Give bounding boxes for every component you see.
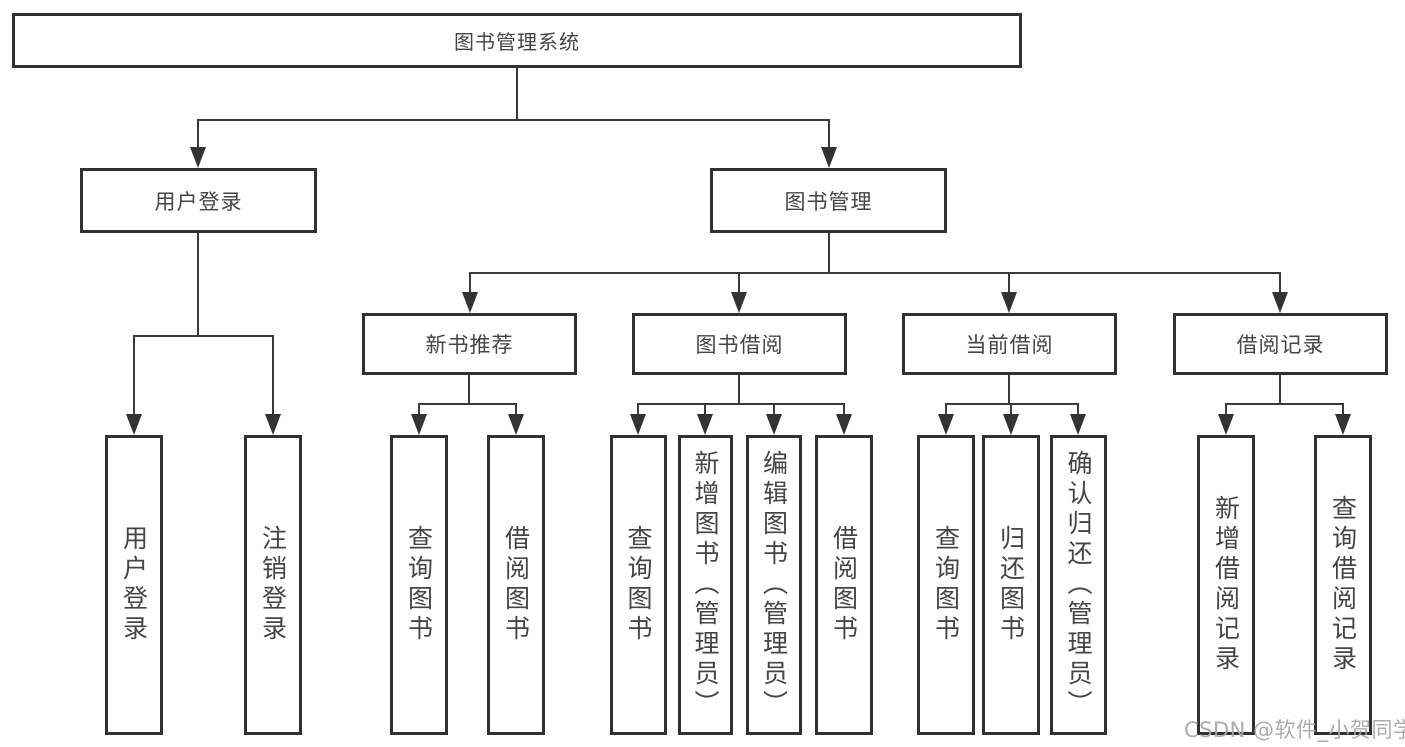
connector-book-borrow-stem bbox=[738, 375, 740, 403]
arrowhead-icon bbox=[1335, 414, 1351, 435]
node-label: 用户登录 bbox=[154, 189, 243, 214]
connector-drop bbox=[1342, 403, 1344, 415]
node-book-management-branch: 图书管理 bbox=[710, 168, 947, 233]
connector-new-book-rail bbox=[418, 403, 517, 405]
connector-book-borrow-rail bbox=[637, 403, 844, 405]
arrowhead-icon bbox=[126, 414, 142, 435]
arrowhead-icon bbox=[938, 414, 954, 435]
leaf-nb-borrow-books: 借阅图书 bbox=[487, 435, 545, 735]
node-label: 图书管理系统 bbox=[454, 30, 580, 54]
arrowhead-icon bbox=[1218, 414, 1234, 435]
connector-new-book-stem bbox=[468, 375, 470, 403]
connector-drop bbox=[515, 403, 517, 415]
connector-drop-user-login bbox=[197, 119, 199, 150]
connector-drop bbox=[1010, 403, 1012, 415]
node-label: 当前借阅 bbox=[965, 333, 1054, 357]
node-label: 确认归还（管理员） bbox=[1064, 450, 1093, 720]
connector-drop bbox=[1225, 403, 1227, 415]
leaf-bb-edit-books-admin: 编辑图书（管理员） bbox=[746, 435, 802, 735]
node-label: 借阅图书 bbox=[501, 525, 531, 645]
leaf-cb-query-books: 查询图书 bbox=[917, 435, 975, 735]
leaf-cb-confirm-return-admin: 确认归还（管理员） bbox=[1050, 435, 1107, 735]
node-label: 图书借阅 bbox=[695, 333, 784, 357]
node-label: 借阅记录 bbox=[1236, 333, 1325, 357]
leaf-br-add-record: 新增借阅记录 bbox=[1197, 435, 1255, 735]
leaf-bb-add-books-admin: 新增图书（管理员） bbox=[678, 435, 733, 735]
connector-drop-leaf-logout bbox=[272, 335, 274, 415]
arrowhead-icon bbox=[630, 414, 646, 435]
arrowhead-icon bbox=[766, 414, 782, 435]
node-label: 新书推荐 bbox=[425, 333, 514, 357]
connector-drop-current-borrow bbox=[1008, 272, 1010, 293]
arrowhead-icon bbox=[265, 414, 281, 435]
arrowhead-icon bbox=[1003, 414, 1019, 435]
connector-drop bbox=[704, 403, 706, 415]
node-book-borrowing: 图书借阅 bbox=[632, 313, 847, 375]
connector-drop bbox=[637, 403, 639, 415]
leaf-user-login: 用户登录 bbox=[105, 435, 163, 735]
node-label: 归还图书 bbox=[996, 525, 1026, 645]
node-label: 新增图书（管理员） bbox=[691, 450, 720, 720]
connector-drop bbox=[1077, 403, 1079, 415]
leaf-cb-return-books: 归还图书 bbox=[982, 435, 1040, 735]
connector-drop bbox=[945, 403, 947, 415]
connector-root-rail bbox=[197, 119, 829, 121]
connector-book-mgmt-rail bbox=[469, 272, 1281, 274]
node-user-login-branch: 用户登录 bbox=[80, 168, 317, 233]
arrowhead-icon bbox=[1001, 292, 1017, 313]
node-label: 查询图书 bbox=[404, 525, 434, 645]
connector-borrow-record-stem bbox=[1279, 375, 1281, 403]
node-label: 用户登录 bbox=[119, 525, 149, 645]
connector-borrow-record-rail bbox=[1225, 403, 1344, 405]
leaf-logout: 注销登录 bbox=[244, 435, 302, 735]
node-current-borrowing: 当前借阅 bbox=[902, 313, 1117, 375]
node-label: 查询图书 bbox=[931, 525, 961, 645]
arrowhead-icon bbox=[1272, 292, 1288, 313]
node-new-book-recommend: 新书推荐 bbox=[362, 313, 577, 375]
connector-drop-new-book bbox=[469, 272, 471, 293]
node-label: 图书管理 bbox=[784, 189, 873, 214]
node-borrowing-records: 借阅记录 bbox=[1173, 313, 1388, 375]
connector-drop bbox=[773, 403, 775, 415]
arrowhead-icon bbox=[462, 292, 478, 313]
arrowhead-icon bbox=[836, 414, 852, 435]
csdn-watermark: CSDN @软件_小贺同学 bbox=[1184, 718, 1405, 742]
arrowhead-icon bbox=[508, 414, 524, 435]
arrowhead-icon bbox=[190, 147, 206, 168]
node-label: 借阅图书 bbox=[829, 525, 859, 645]
node-label: 编辑图书（管理员） bbox=[759, 450, 789, 720]
leaf-bb-borrow-books: 借阅图书 bbox=[815, 435, 873, 735]
connector-drop bbox=[418, 403, 420, 415]
node-label: 查询图书 bbox=[624, 525, 653, 645]
connector-current-borrow-rail bbox=[945, 403, 1079, 405]
connector-user-login-stem bbox=[197, 233, 199, 335]
leaf-bb-query-books: 查询图书 bbox=[610, 435, 667, 735]
arrowhead-icon bbox=[411, 414, 427, 435]
connector-root-stem bbox=[516, 68, 518, 119]
arrowhead-icon bbox=[697, 414, 713, 435]
connector-user-login-rail bbox=[133, 335, 274, 337]
node-label: 查询借阅记录 bbox=[1328, 495, 1358, 675]
arrowhead-icon bbox=[731, 292, 747, 313]
node-system-root: 图书管理系统 bbox=[12, 13, 1022, 68]
leaf-br-query-record: 查询借阅记录 bbox=[1314, 435, 1372, 735]
node-label: 注销登录 bbox=[258, 525, 288, 645]
leaf-nb-query-books: 查询图书 bbox=[390, 435, 448, 735]
connector-book-mgmt-stem bbox=[828, 233, 830, 272]
arrowhead-icon bbox=[821, 147, 837, 168]
connector-drop-leaf-login bbox=[133, 335, 135, 415]
connector-drop-book-mgmt bbox=[828, 119, 830, 150]
connector-drop bbox=[843, 403, 845, 415]
arrowhead-icon bbox=[1070, 414, 1086, 435]
connector-drop-borrow-record bbox=[1279, 272, 1281, 293]
connector-drop-book-borrow bbox=[738, 272, 740, 293]
connector-current-borrow-stem bbox=[1008, 375, 1010, 403]
node-label: 新增借阅记录 bbox=[1211, 495, 1241, 675]
